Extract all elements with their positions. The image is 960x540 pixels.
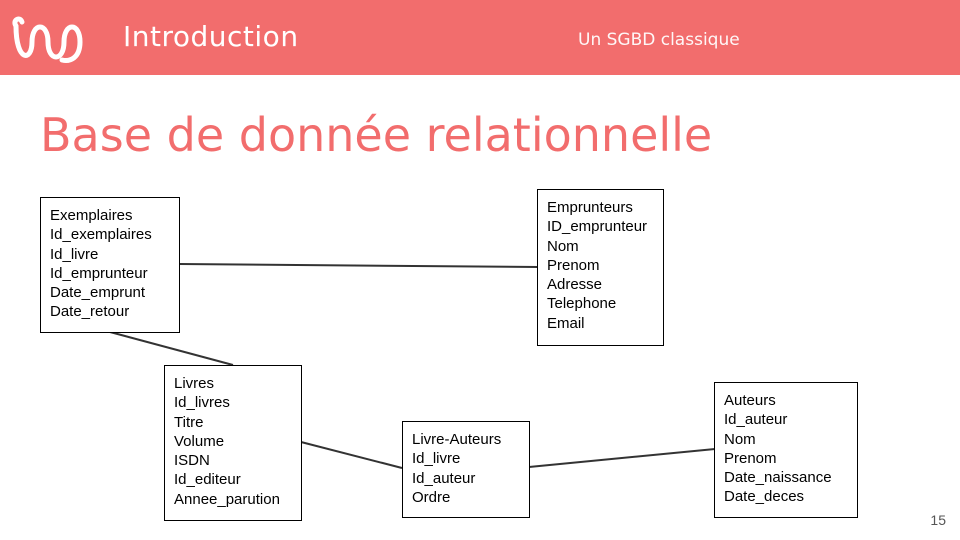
link-livres-livreauteurs: [300, 441, 403, 469]
entity-field: Nom: [724, 430, 756, 448]
entity-field: Volume: [174, 432, 225, 450]
entity-field: Titre: [174, 413, 204, 431]
entity-field: Id_livres: [174, 394, 230, 412]
entity-field: Date_retour: [50, 303, 130, 321]
header-bar: Introduction Un SGBD classique: [0, 0, 960, 75]
entity-field: Date_emprunt: [50, 284, 146, 302]
entity-name: Auteurs: [724, 392, 776, 409]
link-livreauteurs-auteurs: [528, 448, 716, 468]
entity-field: Prenom: [724, 449, 777, 467]
entity-field: Ordre: [412, 488, 451, 506]
entity-field: ISDN: [174, 452, 210, 470]
entity-field: Annee_parution: [174, 490, 280, 508]
slide-title: Base de donnée relationnelle: [40, 108, 713, 162]
entity-field: Nom: [547, 237, 579, 255]
entity-field: Prenom: [547, 256, 600, 274]
entity-field: Id_emprunteur: [50, 264, 148, 282]
header-title: Introduction: [123, 20, 299, 53]
entity-name: Exemplaires: [50, 207, 133, 224]
entity-field: Id_livre: [412, 450, 461, 468]
entity-field: Id_auteur: [412, 469, 476, 487]
entity-name: Livres: [174, 375, 215, 392]
entity-field: Id_livre: [50, 245, 99, 263]
entity-field: Telephone: [547, 295, 617, 313]
entity-field: Date_naissance: [724, 469, 832, 487]
entity-name: Livre-Auteurs: [412, 431, 502, 448]
entity-field: Id_auteur: [724, 411, 788, 429]
link-exemplaires-emprunteurs: [178, 263, 539, 268]
entity-field: Id_editeur: [174, 471, 241, 489]
entity-field: Id_exemplaires: [50, 226, 152, 244]
entity-field: ID_emprunteur: [547, 218, 648, 236]
page-number: 15: [930, 512, 946, 528]
link-exemplaires-livres: [109, 331, 234, 366]
wave-loops-logo-icon: [12, 16, 83, 63]
entity-field: Date_deces: [724, 488, 805, 506]
entity-field: Email: [547, 314, 585, 332]
entity-name: Emprunteurs: [547, 199, 633, 216]
header-subtitle: Un SGBD classique: [578, 30, 740, 50]
entity-field: Adresse: [547, 276, 603, 294]
